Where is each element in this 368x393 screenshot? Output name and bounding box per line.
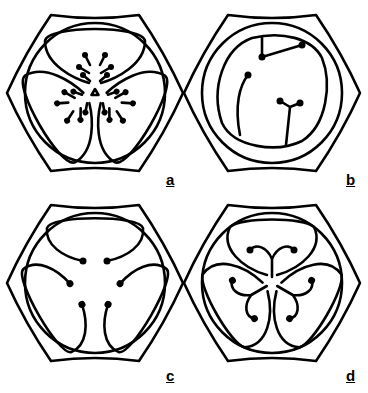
figure-letter: c bbox=[166, 368, 174, 383]
section-d bbox=[184, 205, 360, 361]
figure-letter: a bbox=[166, 172, 174, 187]
section-b bbox=[184, 15, 360, 171]
figure-letter: d bbox=[346, 368, 355, 383]
figure-letter: b bbox=[346, 172, 355, 187]
section-a bbox=[7, 15, 183, 171]
section-c bbox=[7, 205, 183, 361]
